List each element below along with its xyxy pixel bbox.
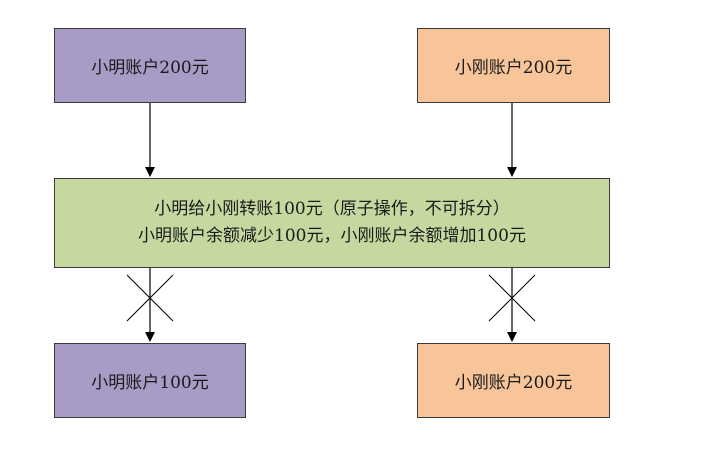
cross-mark-right	[488, 274, 536, 322]
xiaoming-initial-box: 小明账户200元	[54, 28, 246, 103]
xiaogang-initial-box: 小刚账户200元	[417, 28, 610, 103]
xiaogang-initial-label: 小刚账户200元	[454, 58, 573, 78]
xiaoming-initial-label: 小明账户200元	[91, 58, 209, 78]
xiaogang-result-box: 小刚账户200元	[417, 343, 610, 418]
cross-mark-left	[126, 274, 174, 322]
transfer-operation-box: 小明给小刚转账100元（原子操作，不可拆分） 小明账户余额减少100元，小刚账户…	[54, 178, 610, 268]
xiaogang-result-label: 小刚账户200元	[454, 373, 573, 393]
xiaoming-result-box: 小明账户100元	[54, 343, 246, 418]
xiaoming-result-label: 小明账户100元	[91, 373, 209, 393]
transfer-line-2: 小明账户余额减少100元，小刚账户余额增加100元	[138, 226, 526, 246]
transfer-line-1: 小明给小刚转账100元（原子操作，不可拆分）	[154, 199, 510, 219]
